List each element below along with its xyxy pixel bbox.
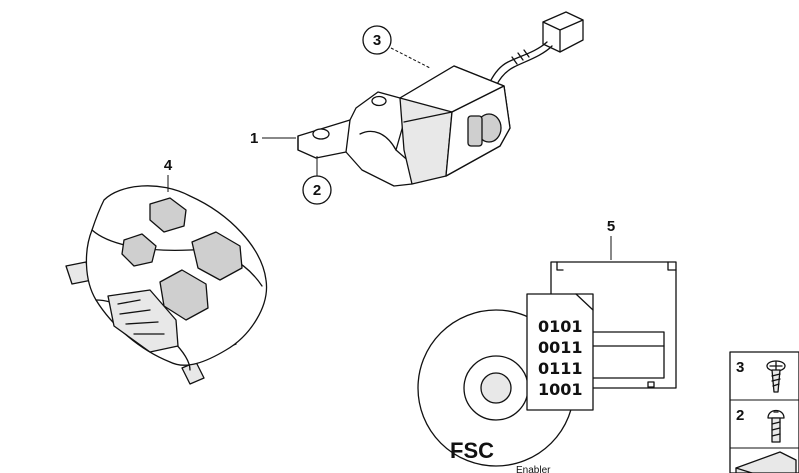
binary-line-2: 0011	[538, 338, 583, 357]
callout-5[interactable]: 5	[607, 218, 615, 260]
callout-4-label: 4	[164, 157, 173, 174]
callout-1-label: 1	[250, 130, 258, 147]
fastener-legend: 3 2	[729, 351, 799, 473]
disc-label: FSC	[450, 438, 494, 463]
screw-flat-head-icon	[766, 360, 786, 393]
binary-line-3: 0111	[538, 359, 583, 378]
legend-item-3[interactable]: 3	[736, 359, 786, 393]
callout-4[interactable]: 4	[164, 157, 173, 192]
callout-3[interactable]: 3	[362, 25, 431, 69]
callout-1[interactable]: 1	[250, 130, 296, 147]
handlebar-switch-part[interactable]	[65, 185, 268, 385]
software-package-part[interactable]: 0101 0011 0111 1001 FSC Enabler	[417, 261, 677, 473]
callout-2-label: 2	[313, 182, 321, 199]
screw-round-head-icon	[767, 409, 785, 443]
washer-icon	[735, 451, 797, 473]
callout-3-label: 3	[373, 32, 381, 49]
legend-number-3: 3	[736, 359, 744, 376]
switch-unit-part[interactable]	[297, 11, 584, 187]
binary-line-1: 0101	[538, 317, 583, 336]
legend-item-2[interactable]: 2	[736, 407, 785, 443]
binary-line-4: 1001	[538, 380, 583, 399]
callout-2[interactable]: 2	[302, 156, 332, 205]
legend-number-2: 2	[736, 407, 744, 424]
disc-caption: Enabler	[516, 465, 551, 473]
callout-5-label: 5	[607, 218, 615, 235]
